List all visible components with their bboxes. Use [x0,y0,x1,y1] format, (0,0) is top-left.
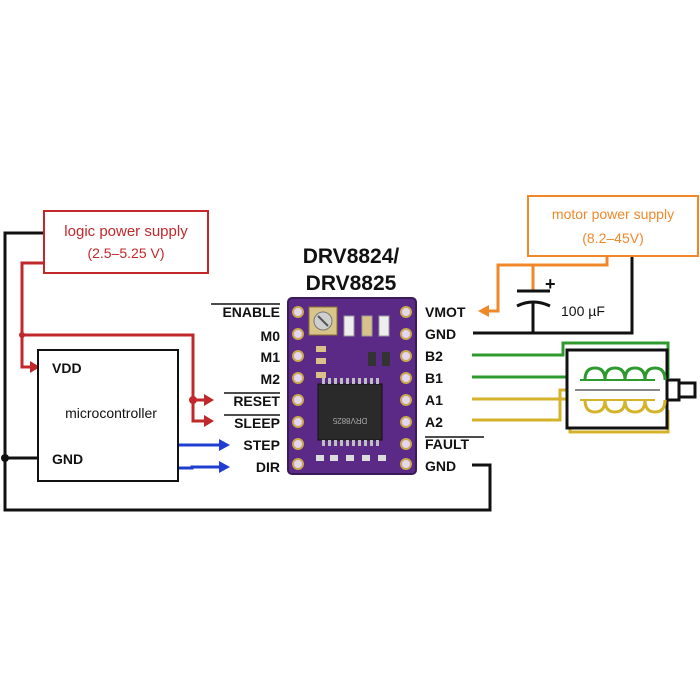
pin-reset-label: RESET [233,393,280,409]
logic-power-supply-box: logic power supply (2.5–5.25 V) [43,210,209,274]
pin-gnd-top-label: GND [425,326,456,342]
smd-components [316,315,390,378]
pin-a1-label: A1 [425,392,443,408]
pin-fault-label: FAULT [425,436,470,452]
driver-board: DRV8825 [287,297,417,475]
pin-step-label: STEP [243,437,280,453]
dir-arrow [219,461,230,473]
microcontroller-box: VDD microcontroller GND [37,349,179,482]
right-header-pins [400,306,412,470]
driver-title-line1: DRV8824/ [303,245,400,268]
sleep-arrow [204,415,214,427]
logic-power-supply-label: logic power supply [64,223,188,240]
capacitor-polarity-label: + [545,274,556,294]
capacitor-value-label: 100 µF [561,303,605,319]
pin-m2-label: M2 [261,371,281,387]
active-low-overbars [211,303,484,438]
step-arrow [219,439,230,451]
logic-power-supply-range: (2.5–5.25 V) [87,245,164,261]
pin-m0-label: M0 [261,328,281,344]
bottom-components [316,455,386,461]
pin-vmot-label: VMOT [425,304,466,320]
right-pin-labels: VMOT GND B2 B1 A1 A2 FAULT GND [425,304,470,474]
mcu-gnd-label: GND [52,451,83,467]
pin-gnd-bottom-label: GND [425,458,456,474]
chip-marking: DRV8825 [332,416,367,425]
stepper-motor [565,348,697,430]
reset-sleep-junction-dot [189,396,197,404]
logic-junction-dot [19,332,25,338]
driver-chip: DRV8825 [317,378,383,446]
ground-wire [3,231,634,512]
driver-title-line2: DRV8825 [306,272,397,295]
motor-power-supply-label: motor power supply [552,206,674,222]
ground-junction-dot [1,454,9,462]
pin-b1-label: B1 [425,370,443,386]
pin-a2-label: A2 [425,414,443,430]
motor-power-wire [488,256,609,313]
pin-m1-label: M1 [261,349,281,365]
pin-b2-label: B2 [425,348,443,364]
left-header-pins [292,306,304,470]
left-pin-labels: ENABLE M0 M1 M2 RESET SLEEP STEP DIR [222,304,280,475]
motor-power-supply-box: motor power supply (8.2–45V) [527,195,699,257]
pin-sleep-label: SLEEP [234,415,280,431]
reset-arrow [204,394,214,406]
motor-power-supply-range: (8.2–45V) [582,230,643,246]
vmot-arrow [478,305,489,317]
signal-wires [178,443,222,470]
mcu-label: microcontroller [65,405,157,421]
pin-enable-label: ENABLE [222,304,280,320]
mcu-vdd-label: VDD [52,360,82,376]
vdd-arrow [30,361,40,373]
capacitor [516,289,551,333]
pin-dir-label: DIR [256,459,280,475]
potentiometer [308,306,338,336]
